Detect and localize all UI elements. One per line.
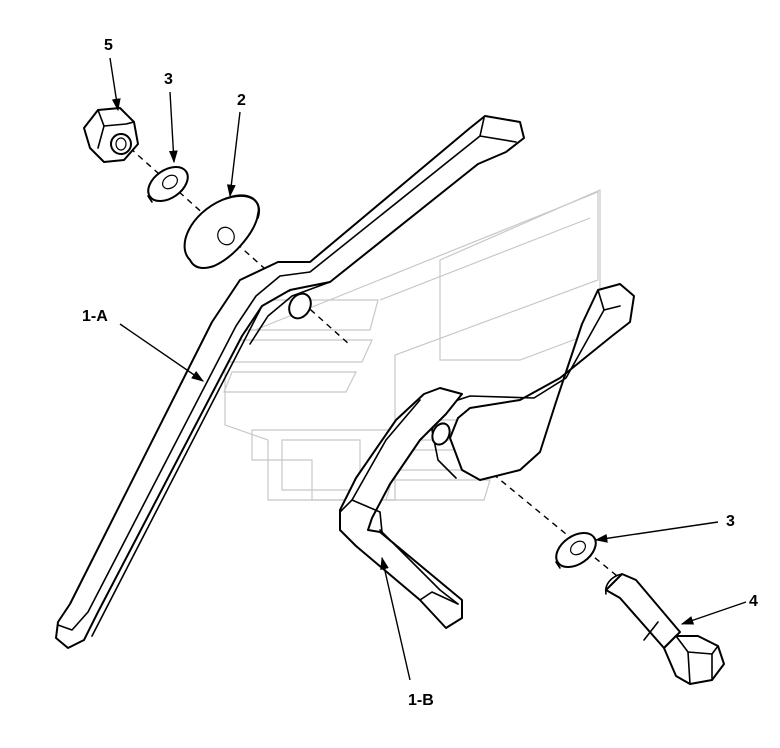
callout-3-upper: 3 bbox=[164, 71, 173, 88]
callout-5: 5 bbox=[104, 37, 113, 54]
leader-lock-washer-bottom bbox=[594, 521, 719, 543]
bracket-1-a-hole bbox=[288, 292, 312, 320]
callout-1-b: 1-B bbox=[408, 692, 434, 709]
callout-3-lower: 3 bbox=[726, 513, 735, 530]
bracket-1-b-hole bbox=[431, 422, 451, 446]
leader-lock-washer-top bbox=[168, 91, 178, 164]
hex-bolt bbox=[604, 573, 725, 685]
bracket-1-a bbox=[55, 115, 525, 649]
lock-washer-upper bbox=[147, 165, 189, 203]
bracket-1-b bbox=[339, 283, 635, 629]
callout-2: 2 bbox=[237, 92, 246, 109]
callout-labels: 5 3 2 1-A 1-B 3 4 bbox=[82, 37, 758, 709]
leader-flat-washer bbox=[226, 111, 241, 198]
leader-nut bbox=[109, 57, 121, 112]
hex-nut bbox=[83, 107, 139, 163]
callout-1-a: 1-A bbox=[82, 308, 108, 325]
flat-washer bbox=[183, 194, 261, 269]
callout-4: 4 bbox=[749, 593, 758, 610]
leader-lines bbox=[109, 57, 747, 681]
leader-bracket-a bbox=[119, 323, 205, 382]
leader-bracket-b bbox=[380, 556, 411, 681]
leader-bolt bbox=[680, 601, 747, 625]
lock-washer-lower bbox=[555, 531, 597, 569]
assembly-centerline-lower bbox=[441, 431, 629, 586]
